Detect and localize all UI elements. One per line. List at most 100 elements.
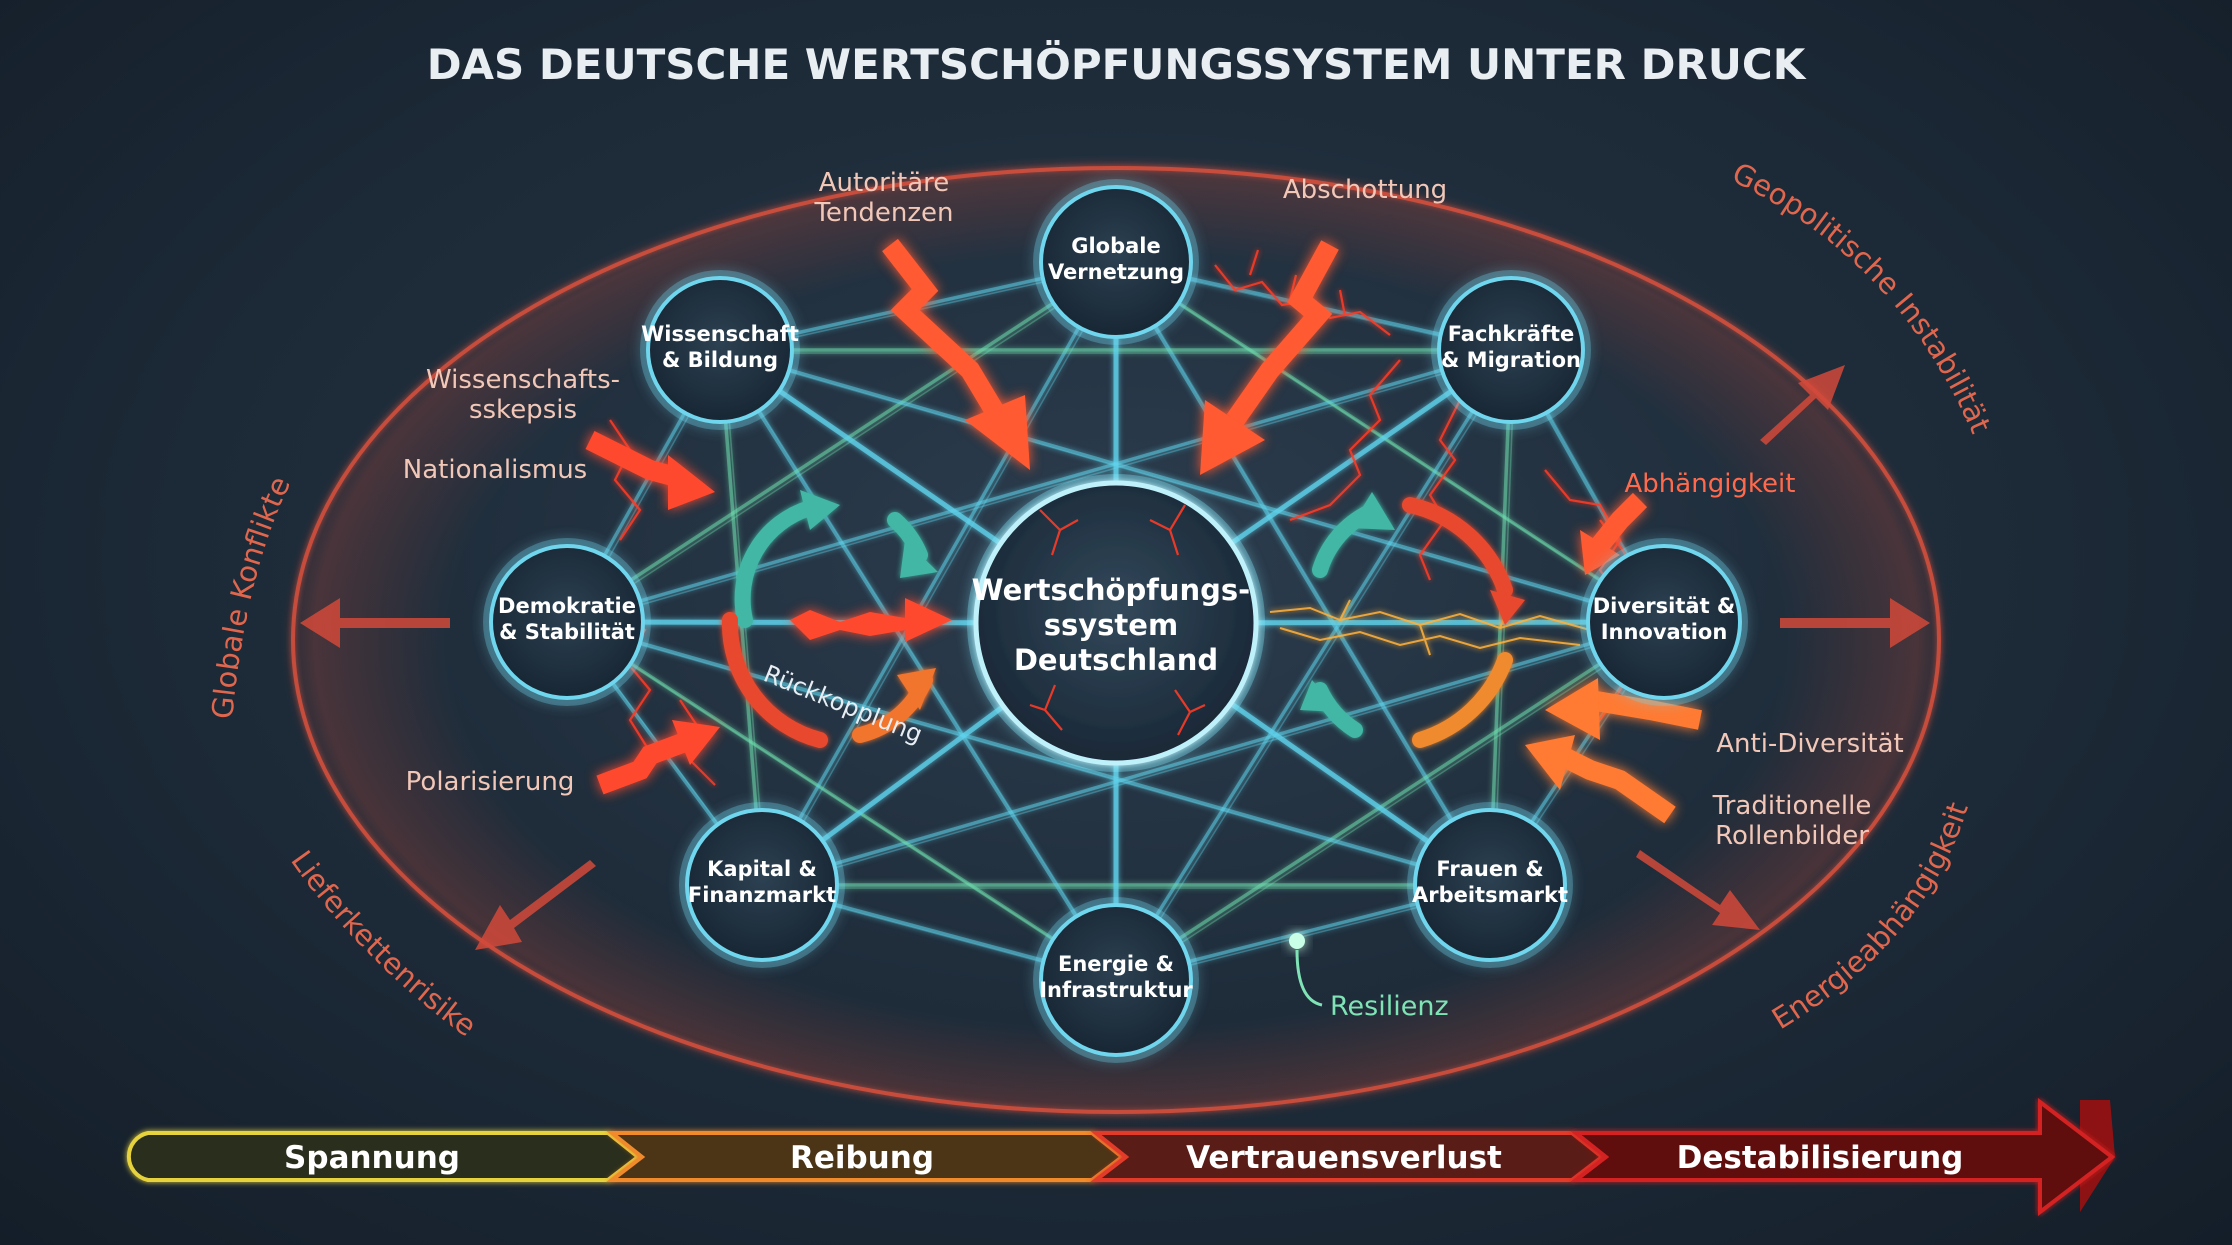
- node-label-line: Fachkräfte: [1448, 322, 1575, 346]
- link-strand-diversitaet-kapital: [765, 624, 1669, 889]
- ring-label-global-conflicts: Globale Konflikte: [205, 471, 297, 720]
- link-demokratie-fachkraefte: [565, 348, 1513, 624]
- node-glow: [1407, 802, 1573, 968]
- link-strand-frauen-globale: [1119, 264, 1495, 889]
- link-strand-demokratie-globale: [570, 264, 1121, 626]
- outward-arrows: [300, 365, 1930, 950]
- node-label-line: Demokratie: [498, 594, 636, 618]
- link-strand-demokratie-frauen: [570, 624, 1495, 889]
- link-strand-diversitaet-energie: [1119, 624, 1669, 984]
- pressure-arrow-anti-diversitaet-head: [1545, 678, 1600, 740]
- pressure-label-polarisierung: Polarisierung: [406, 767, 575, 797]
- node-label-line: Innovation: [1601, 620, 1728, 644]
- node-energie[interactable]: Energie &Infrastruktur: [1033, 897, 1199, 1063]
- node-label-diversitaet: Diversität &Innovation: [1593, 594, 1736, 644]
- node-glow: [640, 270, 800, 430]
- node-label-wissenschaft: Wissenschaft& Bildung: [641, 322, 799, 372]
- resilience-label: Resilienz: [1330, 991, 1449, 1022]
- node-demokratie[interactable]: Demokratie& Stabilität: [483, 538, 651, 706]
- node-label-line: & Migration: [1441, 348, 1581, 372]
- center-inflow-arrow: [790, 598, 952, 642]
- outer-ring: [291, 166, 1941, 1114]
- node-circle: [646, 276, 794, 424]
- node-diversitaet[interactable]: Diversität &Innovation: [1580, 538, 1748, 706]
- node-label-demokratie: Demokratie& Stabilität: [498, 594, 636, 644]
- node-label-line: & Bildung: [662, 348, 778, 372]
- node-label-line: & Stabilität: [499, 620, 635, 644]
- pressure-arrow-polarisierung-head: [672, 720, 720, 765]
- link-strand-diversitaet-globale: [1119, 264, 1669, 626]
- link-strand-energie-fachkraefte: [1119, 352, 1516, 984]
- pressure-arrow-abhaengigkeit-head: [1580, 530, 1620, 575]
- link-demokratie-globale: [565, 260, 1118, 624]
- pressure-label-abhaengigkeit: Abhängigkeit: [1625, 469, 1796, 499]
- node-label-line: Vernetzung: [1048, 260, 1184, 284]
- node-glow: [1033, 897, 1199, 1063]
- node-circle: [1413, 808, 1567, 962]
- stage-reibung: Reibung: [790, 1140, 934, 1176]
- node-glow: [1580, 538, 1748, 706]
- pressure-label-anti_diversitaet: Anti-Diversität: [1716, 729, 1903, 759]
- node-glow: [483, 538, 651, 706]
- feedback-loop-right-heads: [1300, 492, 1525, 712]
- node-circle: [1039, 185, 1193, 339]
- link-diversitaet-energie: [1114, 620, 1666, 982]
- node-circle: [685, 808, 839, 962]
- node-label-line: Energie &: [1058, 952, 1174, 976]
- link-strand-globale-kapital: [765, 264, 1121, 889]
- node-glow: [1431, 270, 1591, 430]
- link-diversitaet-kapital: [760, 620, 1666, 887]
- link-energie-fachkraefte: [1114, 348, 1513, 982]
- pressure-label-abschottung: Abschottung: [1283, 175, 1447, 205]
- node-glow: [679, 802, 845, 968]
- node-fachkraefte[interactable]: Fachkräfte& Migration: [1431, 270, 1591, 430]
- link-strand-diversitaet-wissenschaft: [723, 352, 1669, 626]
- node-label-line: Infrastruktur: [1039, 978, 1193, 1002]
- link-globale-kapital: [760, 260, 1118, 887]
- pressure-arrow-nationalismus-head: [668, 455, 715, 510]
- node-label-line: Finanzmarkt: [688, 883, 836, 907]
- link-strand-demokratie-fachkraefte: [570, 352, 1516, 626]
- node-circle: [1039, 903, 1193, 1057]
- node-label-line: Wissenschaft: [641, 322, 799, 346]
- link-strand-demokratie-energie: [570, 624, 1121, 984]
- stage-destabilisierung: Destabilisierung: [1677, 1140, 1964, 1176]
- pressure-arrow-rollenbilder-head: [1525, 735, 1575, 790]
- resilience-marker: Resilienz: [1289, 933, 1449, 1022]
- pressure-arrow-anti-diversitaet: [1588, 690, 1702, 730]
- escalation-bar: Spannung Reibung Vertrauensverlust Desta…: [126, 1097, 2116, 1217]
- center-node[interactable]: Wertschöpfungs- ssystem Deutschland: [967, 474, 1265, 772]
- node-label-line: Globale: [1071, 234, 1161, 258]
- link-energie-wissenschaft: [718, 348, 1118, 982]
- stage-vertrauensverlust: Vertrauensverlust: [1186, 1140, 1502, 1176]
- pressure-arrow-autoritaer: [882, 238, 1009, 426]
- node-label-energie: Energie &Infrastruktur: [1039, 952, 1193, 1002]
- node-kapital[interactable]: Kapital &Finanzmarkt: [679, 802, 845, 968]
- node-label-line: Diversität &: [1593, 594, 1736, 618]
- link-fachkraefte-frauen: [1488, 348, 1513, 887]
- pressure-arrows: [585, 238, 1702, 824]
- pressure-arrow-autoritaer-head: [965, 395, 1030, 470]
- node-circle: [1586, 544, 1742, 700]
- node-label-frauen: Frauen &Arbeitsmarkt: [1412, 857, 1568, 907]
- node-label-line: Kapital &: [707, 857, 817, 881]
- feedback-loop-left-heads: [800, 490, 938, 710]
- node-wissenschaft[interactable]: Wissenschaft& Bildung: [640, 270, 800, 430]
- pressure-arrow-polarisierung: [596, 732, 689, 795]
- node-label-line: Arbeitsmarkt: [1412, 883, 1568, 907]
- pressure-arrow-nationalismus: [585, 431, 683, 488]
- node-label-line: Frauen &: [1436, 857, 1543, 881]
- pressure-arrow-rollenbilder: [1555, 746, 1676, 824]
- pressure-label-nationalismus: Nationalismus: [403, 455, 587, 485]
- node-label-kapital: Kapital &Finanzmarkt: [688, 857, 836, 907]
- link-demokratie-frauen: [565, 620, 1492, 887]
- node-frauen[interactable]: Frauen &Arbeitsmarkt: [1407, 802, 1573, 968]
- stage-spannung: Spannung: [284, 1140, 460, 1176]
